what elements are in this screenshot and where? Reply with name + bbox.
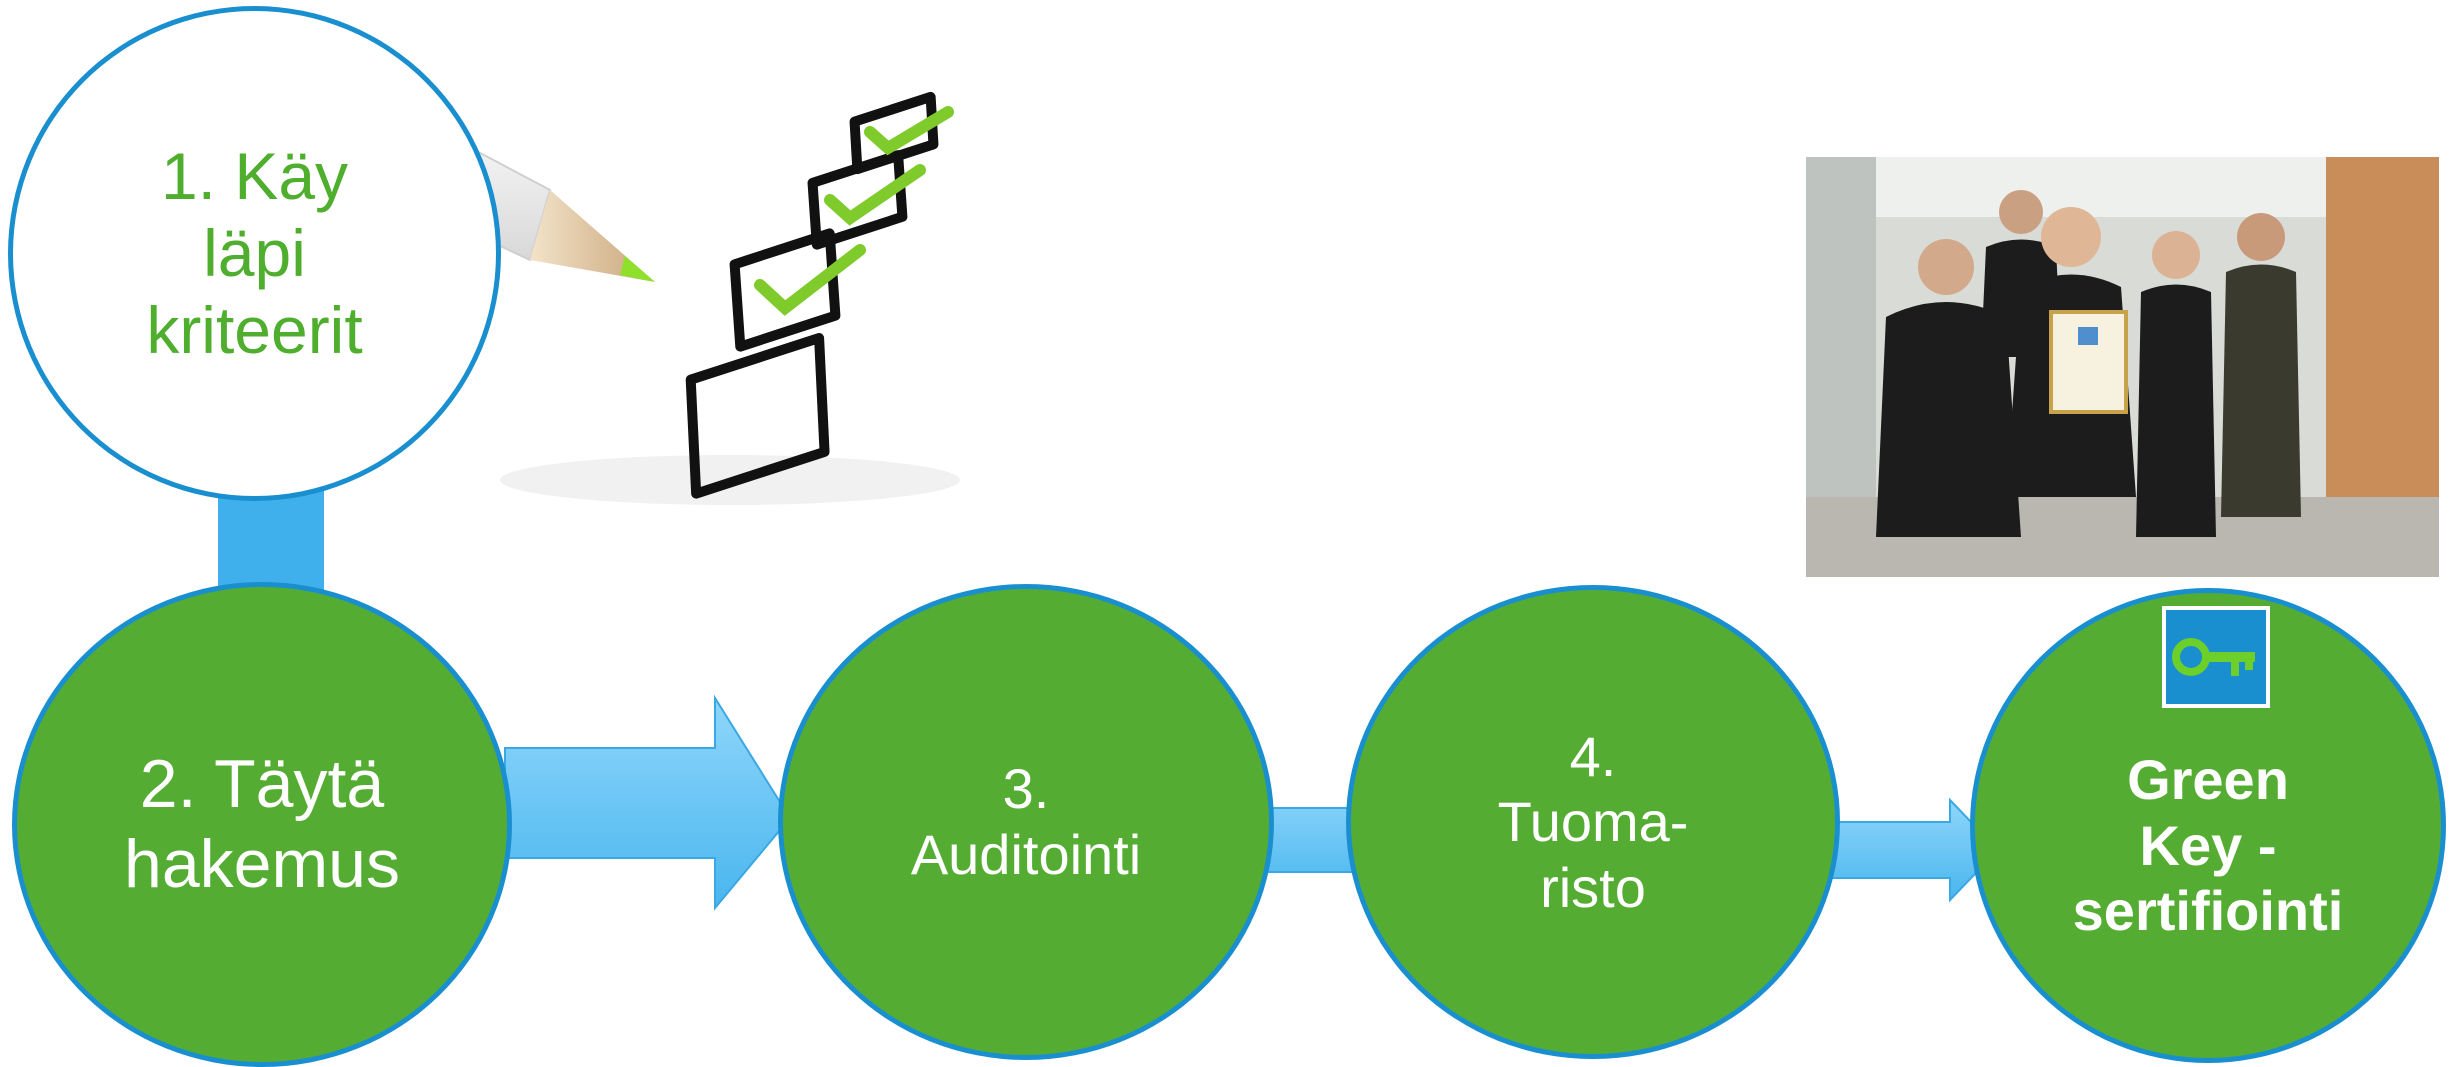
checkbox-empty [685,332,830,499]
people [1876,190,2301,537]
checkbox-checked-1 [729,228,841,352]
check-marks [754,106,954,316]
check-mark-3 [864,106,954,156]
step-3-label: 3. Auditointi [910,757,1142,886]
step-1-label: 1. Käy läpi kriteerit [146,138,363,368]
check-mark-2 [824,164,926,226]
step-2-label: 2. Täytä hakemus [124,745,400,902]
check-mark-1 [754,244,866,316]
arrow-4-to-5 [1829,797,2000,903]
checkbox-checked-3 [849,91,939,175]
green-key-icon [2162,606,2270,708]
step-4-circle: 4. Tuoma- risto [1346,585,1840,1059]
team-photo [1806,157,2439,577]
step-1-circle: 1. Käy läpi kriteerit [8,6,501,501]
step-2-circle: 2. Täytä hakemus [12,582,512,1067]
step-3-circle: 3. Auditointi [778,584,1274,1060]
arrow-2-to-3 [504,694,792,911]
step-4-label: 4. Tuoma- risto [1497,724,1689,919]
step-5-label: Green Key - sertifiointi [2072,748,2344,943]
checkbox-list [685,91,939,499]
